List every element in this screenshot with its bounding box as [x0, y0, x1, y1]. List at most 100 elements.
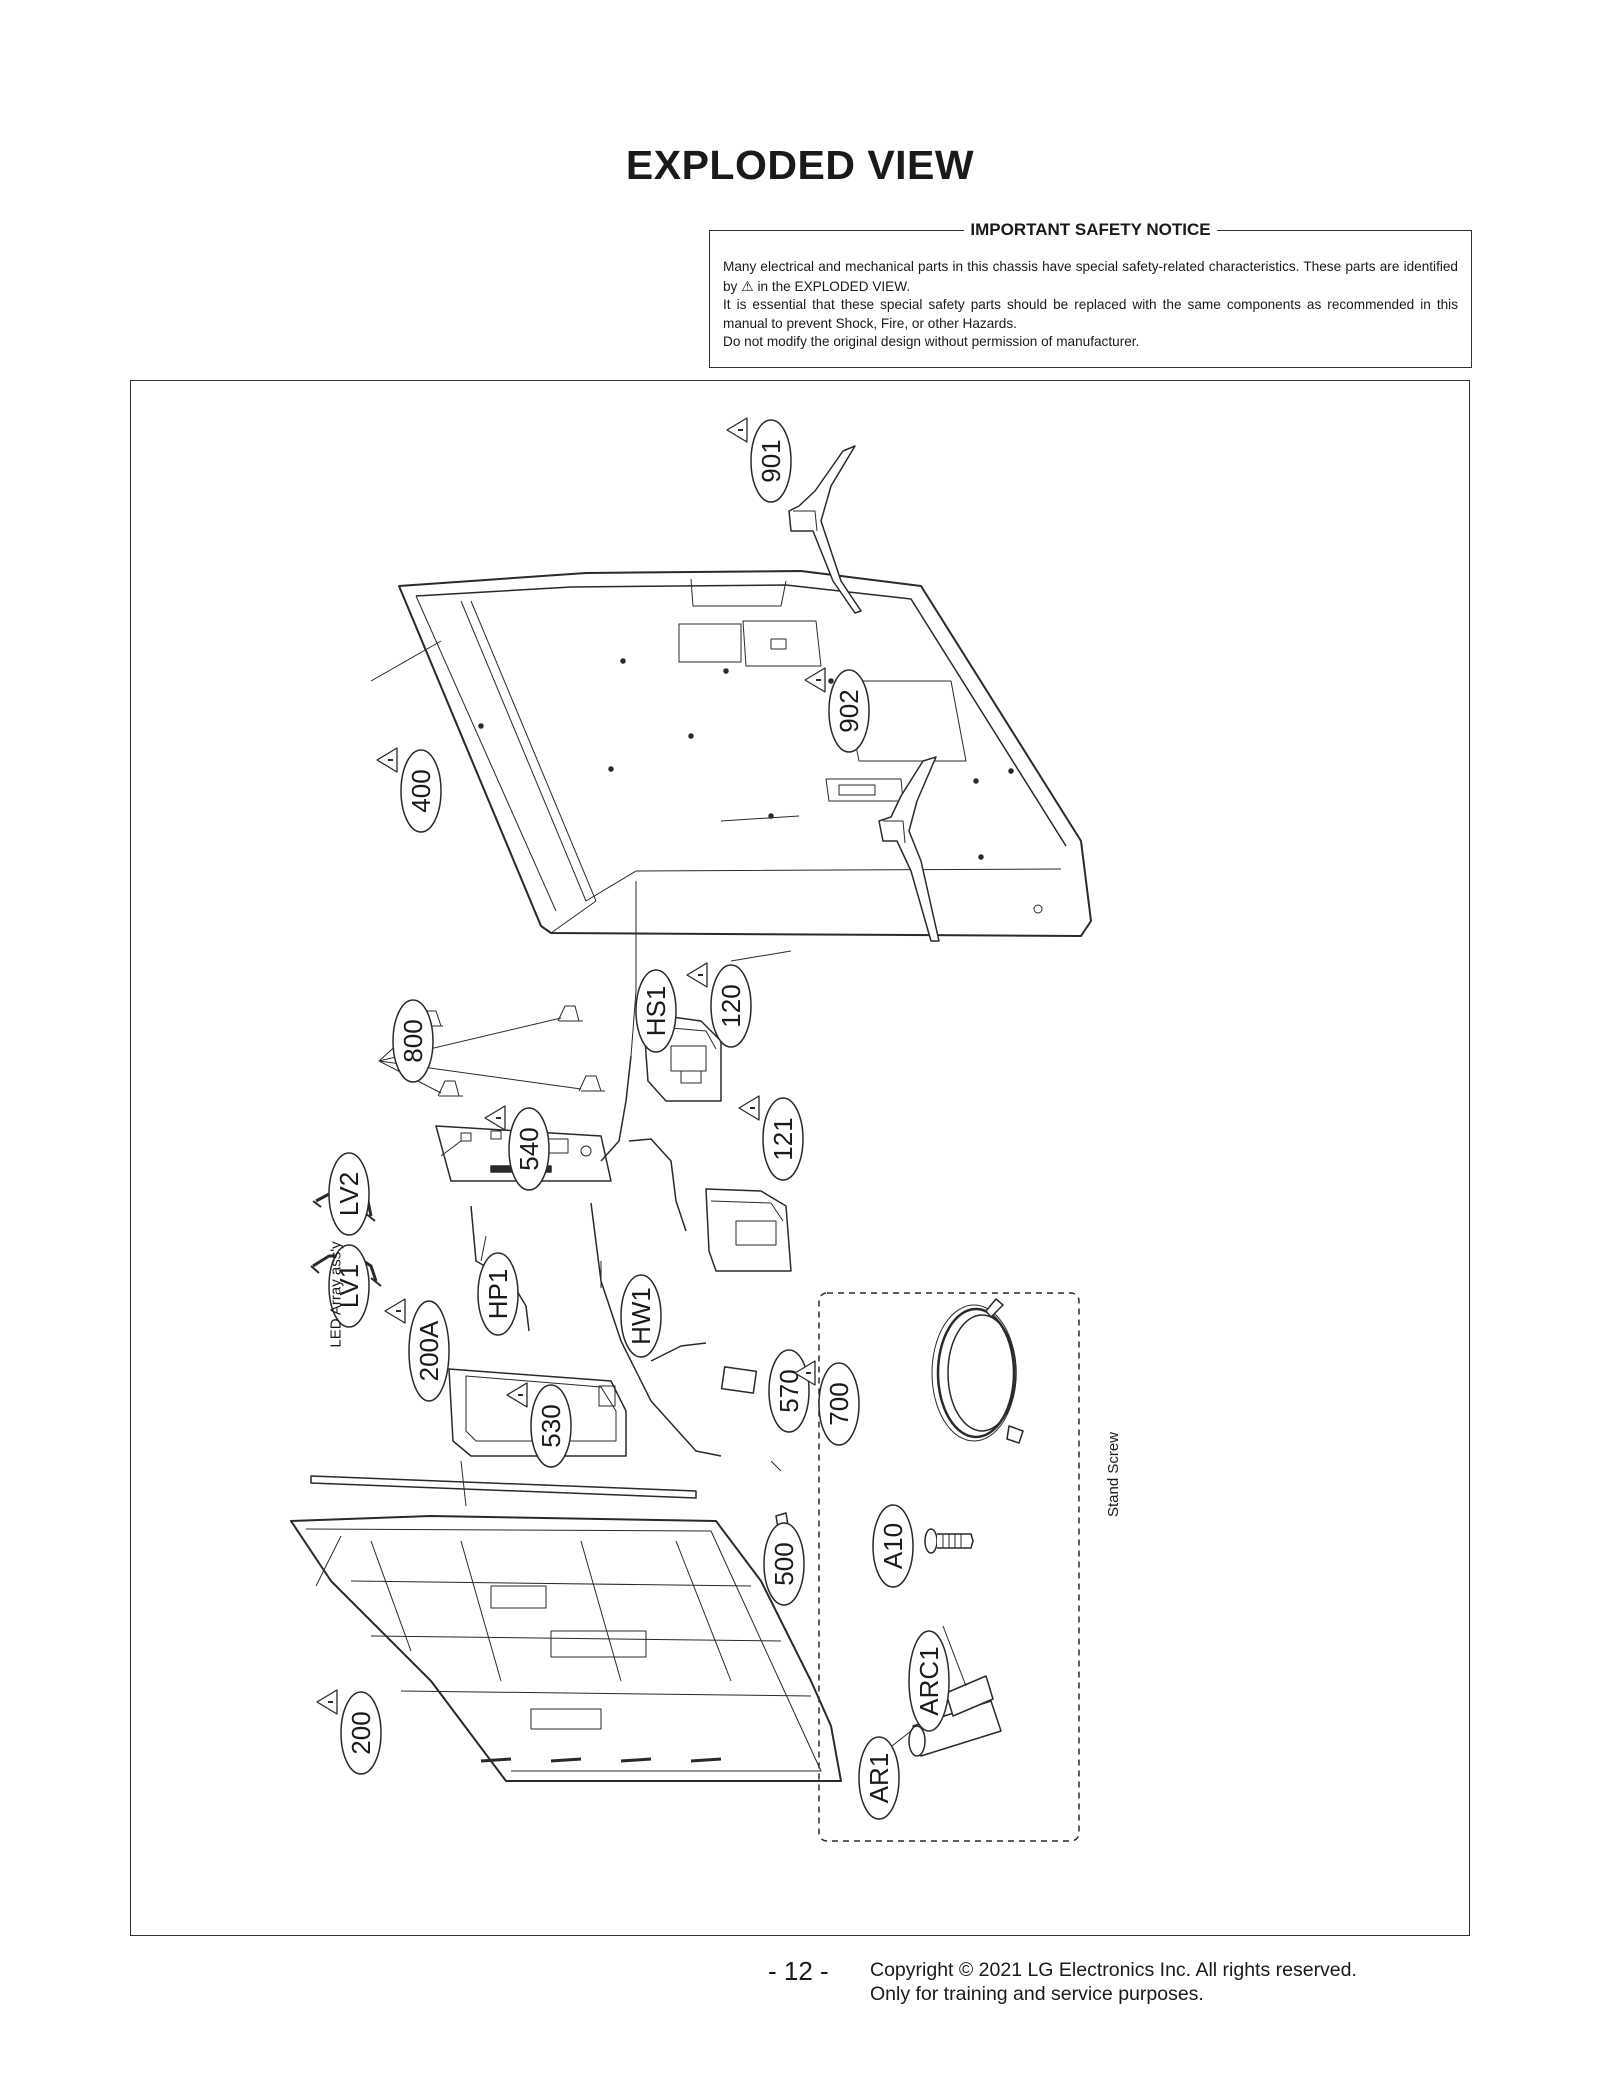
callout-121: 121 [738, 1095, 804, 1181]
wires-drawing [470, 1055, 722, 1457]
safety-warning-icon [726, 417, 748, 443]
callout-label-hs1: HS1 [641, 986, 671, 1037]
callout-label-lv1: LV1 [334, 1264, 364, 1308]
callout-a10: A10 [872, 1504, 914, 1588]
callout-500: 500 [763, 1522, 805, 1606]
safety-warning-icon [804, 667, 826, 693]
callout-label-a10: A10 [878, 1523, 908, 1569]
callout-oval-901 [750, 419, 792, 503]
callout-label-500: 500 [769, 1542, 799, 1585]
callout-hw1: HW1 [620, 1274, 662, 1358]
callout-530: 530 [506, 1382, 572, 1468]
callout-oval-800 [392, 999, 434, 1083]
callout-label-570: 570 [774, 1369, 804, 1412]
callout-oval-530 [530, 1384, 572, 1468]
callout-label-400: 400 [406, 769, 436, 812]
callout-oval-arc1 [908, 1630, 950, 1732]
callout-120: 120 [686, 962, 752, 1048]
callout-902: 902 [804, 667, 870, 753]
callout-oval-lv1 [328, 1244, 370, 1328]
callout-label-121: 121 [768, 1117, 798, 1160]
callout-label-700: 700 [824, 1382, 854, 1425]
led-bar-200a-drawing [310, 1475, 697, 1499]
callout-label-arc1: ARC1 [914, 1646, 944, 1715]
callout-arc1: ARC1 [908, 1630, 950, 1732]
safety-warning-icon [484, 1105, 506, 1131]
callout-901: 901 [726, 417, 792, 503]
page-title: EXPLODED VIEW [625, 142, 975, 188]
callout-700: 700 [794, 1360, 860, 1446]
callout-oval-540 [508, 1107, 550, 1191]
stand-screw-annotation: Stand Screw [1105, 1431, 1123, 1518]
stand-901-drawing [788, 445, 862, 614]
safety-warning-icon [376, 747, 398, 773]
safety-notice-title: IMPORTANT SAFETY NOTICE [710, 220, 1471, 240]
stand-902-drawing [878, 756, 940, 942]
callout-label-902: 902 [834, 689, 864, 732]
copyright-line-1: Copyright © 2021 LG Electronics Inc. All… [870, 1959, 1357, 1981]
safety-warning-icon [738, 1095, 760, 1121]
callout-lv1: LV1 [328, 1244, 370, 1328]
safety-warning-icon [686, 962, 708, 988]
stand-screw-a10-drawing [924, 1528, 974, 1554]
callout-oval-902 [828, 669, 870, 753]
page-number: - 12 - [768, 1956, 829, 1986]
safety-warning-icon [506, 1382, 528, 1408]
callout-ar1: AR1 [858, 1736, 900, 1820]
callout-oval-200a [408, 1300, 450, 1402]
callout-200a: 200A [384, 1298, 450, 1402]
callout-oval-700 [818, 1362, 860, 1446]
callout-200: 200 [316, 1689, 382, 1775]
callout-label-530: 530 [536, 1404, 566, 1447]
callout-oval-500 [763, 1522, 805, 1606]
callout-label-800: 800 [398, 1019, 428, 1062]
copyright-line-2: Only for training and service purposes. [870, 1983, 1204, 2005]
callout-oval-120 [710, 964, 752, 1048]
callout-oval-a10 [872, 1504, 914, 1588]
callout-800: 800 [392, 999, 434, 1083]
back-cover-drawing [398, 570, 1092, 937]
leader-lines [315, 640, 800, 1587]
safety-warning-icon [316, 1689, 338, 1715]
led-array-annotation: LED Array ass'y [327, 1241, 345, 1348]
accessories-box [818, 1292, 1080, 1842]
callout-lv2: LV2 [328, 1152, 370, 1236]
callout-oval-hs1 [635, 969, 677, 1053]
callout-hp1: HP1 [477, 1252, 519, 1336]
power-board-121-drawing [705, 1188, 792, 1272]
callout-oval-hw1 [620, 1274, 662, 1358]
callout-540: 540 [484, 1105, 550, 1191]
safety-warning-icon [794, 1360, 816, 1386]
power-cord-700-drawing [931, 1298, 1024, 1444]
safety-notice-body: Many electrical and mechanical parts in … [723, 258, 1458, 352]
notice-line-3: Do not modify the original design withou… [723, 334, 1140, 349]
safety-warning-icon [384, 1298, 406, 1324]
callout-hs1: HS1 [635, 969, 677, 1053]
callout-label-hw1: HW1 [626, 1287, 656, 1345]
callout-570: 570 [768, 1349, 810, 1433]
notice-line-1-suffix: in the EXPLODED VIEW. [757, 278, 911, 294]
callout-400: 400 [376, 747, 442, 833]
callout-label-540: 540 [514, 1127, 544, 1170]
module-200-drawing [290, 1515, 842, 1782]
callout-label-ar1: AR1 [864, 1753, 894, 1804]
callout-oval-200 [340, 1691, 382, 1775]
callout-label-901: 901 [756, 439, 786, 482]
callout-oval-hp1 [477, 1252, 519, 1336]
notice-line-1-prefix: Many electrical and mechanical parts in … [723, 259, 1458, 294]
warning-triangle-icon: ⚠ [741, 277, 754, 294]
callout-label-200a: 200A [414, 1320, 444, 1381]
callout-label-200: 200 [346, 1711, 376, 1754]
callout-label-120: 120 [716, 984, 746, 1027]
callout-label-hp1: HP1 [483, 1269, 513, 1320]
remote-drawing [872, 1625, 1002, 1762]
callout-oval-400 [400, 749, 442, 833]
callout-oval-ar1 [858, 1736, 900, 1820]
callout-oval-lv2 [328, 1152, 370, 1236]
notice-line-2: It is essential that these special safet… [723, 297, 1458, 331]
callout-label-lv2: LV2 [334, 1172, 364, 1216]
safety-notice-box: IMPORTANT SAFETY NOTICE Many electrical … [709, 220, 1472, 368]
